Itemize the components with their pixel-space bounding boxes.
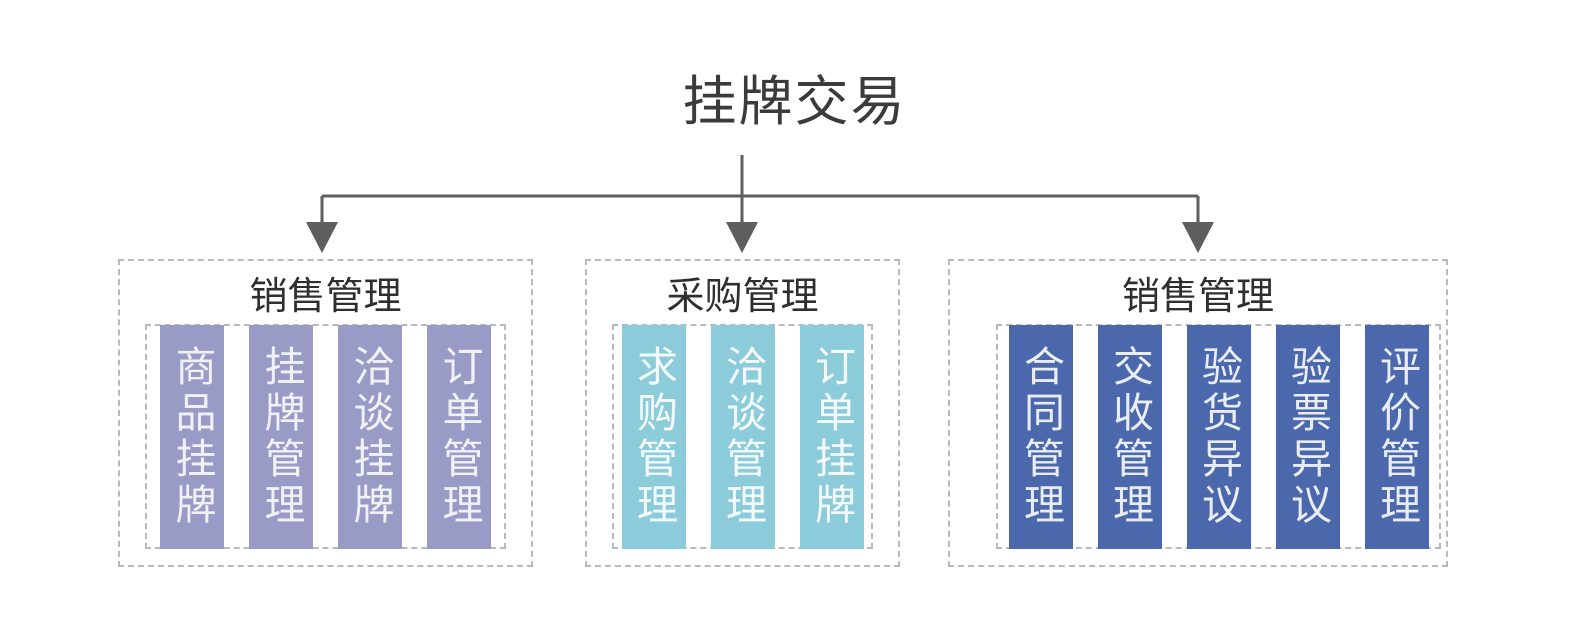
leaf-label: 商品挂牌: [168, 344, 216, 529]
leaf-label: 洽谈挂牌: [346, 344, 394, 529]
group-sales-fulfillment[interactable]: 销售管理 合同管理 交收管理 验货异议 验票异议 评价管理: [948, 259, 1448, 567]
leaf-node[interactable]: 求购管理: [621, 324, 686, 549]
leaf-label: 订单挂牌: [807, 344, 856, 529]
leaf-label: 验货异议: [1194, 344, 1243, 529]
group-title: 销售管理: [1121, 274, 1274, 318]
group-items-container: 合同管理 交收管理 验货异议 验票异议 评价管理: [996, 324, 1441, 549]
leaf-node[interactable]: 订单挂牌: [799, 324, 864, 549]
leaf-node[interactable]: 订单管理: [427, 324, 491, 549]
leaf-node[interactable]: 商品挂牌: [160, 324, 224, 549]
leaf-label: 挂牌管理: [257, 344, 305, 529]
leaf-label: 洽谈管理: [718, 344, 767, 529]
leaf-node[interactable]: 洽谈管理: [710, 324, 775, 549]
leaf-node[interactable]: 合同管理: [1008, 324, 1073, 549]
group-sales-listing[interactable]: 销售管理 商品挂牌 挂牌管理 洽谈挂牌 订单管理: [118, 259, 533, 567]
group-items-container: 求购管理 洽谈管理 订单挂牌: [612, 324, 873, 549]
leaf-node[interactable]: 洽谈挂牌: [338, 324, 402, 549]
leaf-node[interactable]: 交收管理: [1097, 324, 1162, 549]
leaf-node[interactable]: 挂牌管理: [249, 324, 313, 549]
leaf-label: 验票异议: [1283, 344, 1332, 529]
leaf-label: 订单管理: [435, 344, 483, 529]
group-items-container: 商品挂牌 挂牌管理 洽谈挂牌 订单管理: [145, 324, 506, 549]
group-title: 销售管理: [249, 274, 402, 318]
leaf-node[interactable]: 验货异议: [1186, 324, 1251, 549]
group-purchase-management[interactable]: 采购管理 求购管理 洽谈管理 订单挂牌: [585, 259, 900, 567]
leaf-node[interactable]: 验票异议: [1275, 324, 1340, 549]
leaf-label: 合同管理: [1016, 344, 1065, 529]
root-title: 挂牌交易: [682, 70, 907, 133]
group-title: 采购管理: [666, 274, 819, 318]
leaf-label: 交收管理: [1105, 344, 1154, 529]
leaf-label: 评价管理: [1372, 344, 1421, 529]
leaf-label: 求购管理: [629, 344, 678, 529]
leaf-node[interactable]: 评价管理: [1364, 324, 1429, 549]
